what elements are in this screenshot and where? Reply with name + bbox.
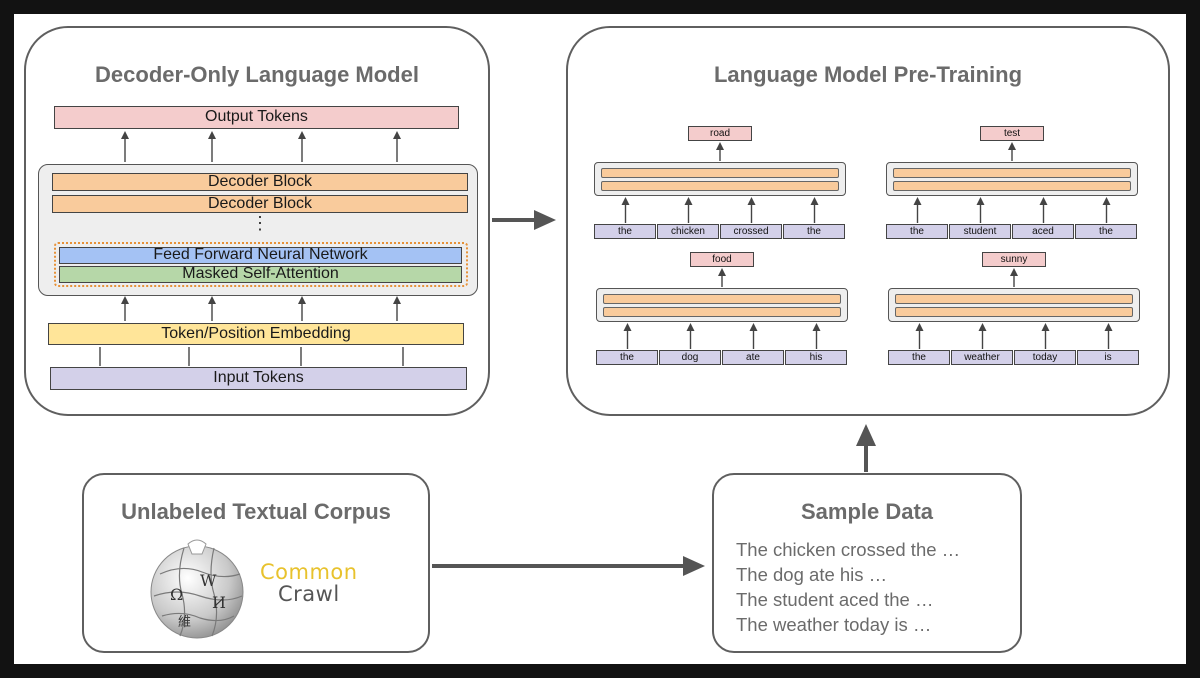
masked-attention-bar: Masked Self-Attention bbox=[59, 266, 462, 283]
decoder-block-2: Decoder Block bbox=[52, 195, 468, 213]
sample-line: The dog ate his … bbox=[736, 564, 888, 585]
wiki-glyph-omega: Ω bbox=[170, 585, 183, 604]
example-input-token: the bbox=[783, 224, 845, 239]
example-decoder-layer bbox=[893, 168, 1131, 178]
wiki-glyph-w: W bbox=[200, 571, 217, 590]
example-input-token: aced bbox=[1012, 224, 1074, 239]
common-crawl-logo-top: Common bbox=[260, 560, 358, 584]
example-decoder-layer bbox=[603, 294, 841, 304]
diagram-canvas: Decoder-Only Language Model Output Token… bbox=[14, 14, 1186, 664]
example-input-token: weather bbox=[951, 350, 1013, 365]
decoder-panel-title: Decoder-Only Language Model bbox=[95, 62, 419, 87]
example-input-token: crossed bbox=[720, 224, 782, 239]
example-input-token: his bbox=[785, 350, 847, 365]
example-output-token: road bbox=[688, 126, 752, 141]
feed-forward-bar: Feed Forward Neural Network bbox=[59, 247, 462, 264]
example-output-token: test bbox=[980, 126, 1044, 141]
corpus-panel: Unlabeled Textual Corpus bbox=[82, 473, 430, 653]
wiki-glyph-cjk: 維 bbox=[178, 615, 191, 630]
example-input-token: is bbox=[1077, 350, 1139, 365]
embedding-bar: Token/Position Embedding bbox=[48, 323, 464, 345]
arrow-layer bbox=[99, 131, 1113, 576]
sample-line: The chicken crossed the … bbox=[736, 539, 961, 560]
decoder-block-detail-group bbox=[54, 242, 468, 287]
output-tokens-bar: Output Tokens bbox=[54, 106, 459, 129]
wikipedia-globe-logo: Ω W И 維 bbox=[150, 539, 244, 639]
sample-line: The weather today is … bbox=[736, 614, 932, 635]
example-decoder-layer bbox=[601, 168, 839, 178]
sample-data-panel: Sample Data The chicken crossed the … Th… bbox=[712, 473, 1022, 653]
example-decoder-layer bbox=[895, 307, 1133, 317]
sample-line: The student aced the … bbox=[736, 589, 934, 610]
example-decoder-layer bbox=[895, 294, 1133, 304]
example-decoder-layer bbox=[601, 181, 839, 191]
example-input-token: the bbox=[1075, 224, 1137, 239]
example-decoder-layer bbox=[603, 307, 841, 317]
sample-panel-title: Sample Data bbox=[800, 499, 934, 524]
example-input-token: today bbox=[1014, 350, 1076, 365]
example-input-token: the bbox=[886, 224, 948, 239]
example-output-token: food bbox=[690, 252, 754, 267]
example-input-token: the bbox=[596, 350, 658, 365]
decoder-block-1: Decoder Block bbox=[52, 173, 468, 191]
example-input-token: the bbox=[888, 350, 950, 365]
example-input-token: chicken bbox=[657, 224, 719, 239]
pretraining-panel-title: Language Model Pre-Training bbox=[713, 62, 1023, 87]
common-crawl-logo-bottom: Crawl bbox=[278, 582, 340, 606]
corpus-panel-title: Unlabeled Textual Corpus bbox=[121, 499, 391, 524]
input-tokens-bar: Input Tokens bbox=[50, 367, 467, 390]
example-output-token: sunny bbox=[982, 252, 1046, 267]
example-input-token: the bbox=[594, 224, 656, 239]
wiki-glyph-i: И bbox=[212, 593, 226, 612]
example-decoder-layer bbox=[893, 181, 1131, 191]
example-input-token: dog bbox=[659, 350, 721, 365]
example-input-token: student bbox=[949, 224, 1011, 239]
example-input-token: ate bbox=[722, 350, 784, 365]
